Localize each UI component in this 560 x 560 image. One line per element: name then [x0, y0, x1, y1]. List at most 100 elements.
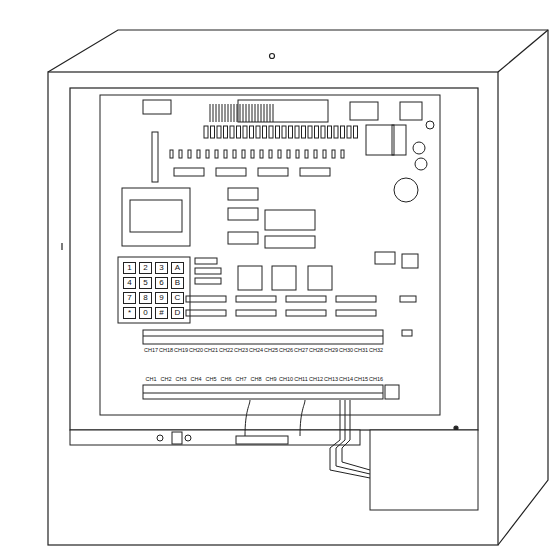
- diode-row: [188, 150, 191, 158]
- connector-pin: [240, 104, 241, 122]
- connector-pin: [255, 104, 256, 122]
- channel-label: CH23: [234, 348, 248, 354]
- circuit-board: [195, 268, 221, 274]
- channel-label: CH22: [219, 348, 233, 354]
- chip: [336, 310, 376, 316]
- keypad-key: B: [171, 277, 184, 289]
- resistor-row: [295, 126, 299, 138]
- diode-row: [305, 150, 308, 158]
- keypad-key: 4: [123, 277, 136, 289]
- key-label: 7: [127, 294, 131, 302]
- terminal-strips: [143, 330, 399, 399]
- diode-row: [287, 150, 290, 158]
- circuit-board: [265, 210, 315, 230]
- resistor-row: [224, 126, 228, 138]
- keypad-key: 9: [155, 292, 168, 304]
- resistor-row: [211, 126, 215, 138]
- board-components: [145, 104, 380, 398]
- channel-label: CH26: [279, 348, 293, 354]
- circuit-board: [152, 132, 158, 182]
- keypad-key: 3: [155, 262, 168, 274]
- resistor-row: [250, 126, 254, 138]
- key-label: 5: [143, 279, 147, 287]
- resistor-row: [230, 126, 234, 138]
- connector-pin: [270, 104, 271, 122]
- key-label: 8: [143, 294, 147, 302]
- resistor-row: [243, 126, 247, 138]
- connector-pin: [234, 104, 235, 122]
- keypad-key: 7: [123, 292, 136, 304]
- resistor-row: [282, 126, 286, 138]
- diode-row: [260, 150, 263, 158]
- key-label: 3: [159, 264, 163, 272]
- lower-compartment: [330, 400, 370, 478]
- connector-pin: [216, 104, 217, 122]
- connector-pin: [273, 104, 274, 122]
- enclosure: [270, 54, 275, 59]
- circuit-board: [350, 102, 378, 120]
- key-label: D: [175, 309, 181, 317]
- resistor-row: [341, 126, 345, 138]
- diode-row: [206, 150, 209, 158]
- channel-label: CH25: [264, 348, 278, 354]
- channel-label: CH28: [309, 348, 323, 354]
- circuit-board: [100, 95, 440, 415]
- circuit-board: [195, 278, 221, 284]
- circuit-board: [118, 257, 190, 323]
- resistor-row: [302, 126, 306, 138]
- resistor-row: [347, 126, 351, 138]
- chip: [186, 310, 226, 316]
- resistor-row: [263, 126, 267, 138]
- key-label: 2: [143, 264, 147, 272]
- enclosure: [70, 88, 478, 430]
- circuit-board: [272, 266, 296, 290]
- lower-compartment: [236, 436, 288, 444]
- diode-row: [314, 150, 317, 158]
- key-label: #: [159, 309, 163, 317]
- enclosure: [498, 30, 548, 72]
- key-label: C: [175, 294, 181, 302]
- connector-pin: [261, 104, 262, 122]
- keypad-key: D: [171, 307, 184, 319]
- circuit-board: [392, 125, 406, 155]
- key-label: 4: [127, 279, 131, 287]
- keypad-key: A: [171, 262, 184, 274]
- channel-label: CH2: [160, 377, 171, 383]
- circuit-board: [130, 200, 182, 232]
- circuit-board: [195, 258, 217, 264]
- chip: [216, 168, 246, 176]
- circuit-board: [400, 102, 422, 120]
- channel-label: CH10: [279, 377, 293, 383]
- channel-label: CH12: [309, 377, 323, 383]
- resistor-row: [328, 126, 332, 138]
- circuit-board: [375, 252, 395, 264]
- channel-label: CH7: [235, 377, 246, 383]
- resistor-row: [269, 126, 273, 138]
- diode-row: [170, 150, 173, 158]
- diode-row: [332, 150, 335, 158]
- circuit-board: [143, 100, 171, 114]
- resistor-row: [334, 126, 338, 138]
- diode-row: [278, 150, 281, 158]
- connector-pin: [249, 104, 250, 122]
- enclosure: [454, 426, 458, 430]
- resistor-row: [308, 126, 312, 138]
- diode-row: [224, 150, 227, 158]
- chip: [236, 310, 276, 316]
- connector-pin: [228, 104, 229, 122]
- circuit-board: [402, 254, 418, 268]
- keypad-key: #: [155, 307, 168, 319]
- lower-compartment: [245, 400, 305, 436]
- diode-row: [242, 150, 245, 158]
- lower-compartment: [370, 430, 478, 510]
- resistor-row: [256, 126, 260, 138]
- keypad-key: *: [123, 307, 136, 319]
- connector-pin: [225, 104, 226, 122]
- channel-label: CH5: [205, 377, 216, 383]
- circuit-board: [400, 296, 416, 302]
- connector-pin: [258, 104, 259, 122]
- terminal-strips: [385, 385, 399, 399]
- circuit-board: [413, 142, 425, 154]
- channel-label: CH21: [204, 348, 218, 354]
